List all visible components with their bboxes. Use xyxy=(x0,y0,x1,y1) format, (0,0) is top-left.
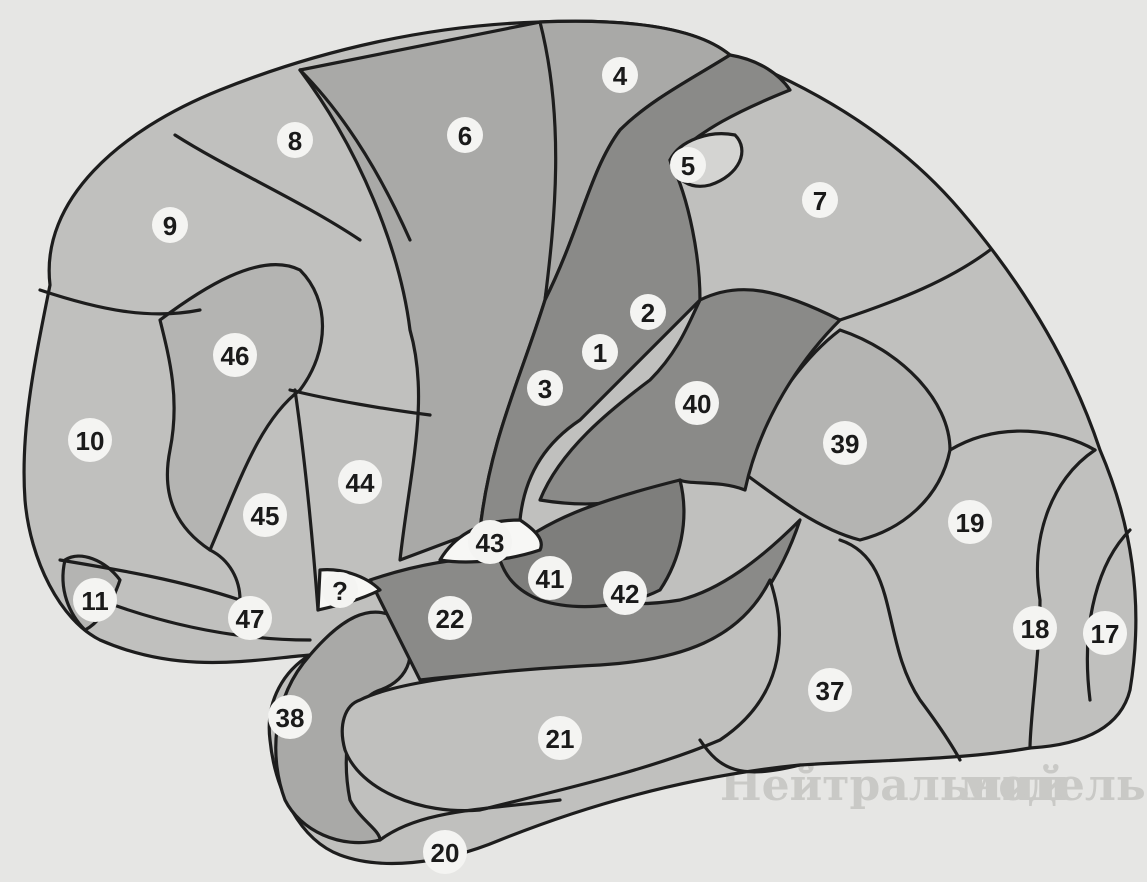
area-42-label: 42 xyxy=(611,579,640,609)
background-text-2: модель xyxy=(960,760,1146,811)
area-39-label: 39 xyxy=(831,429,860,459)
area-18-label: 18 xyxy=(1021,614,1050,644)
area-q-label: ? xyxy=(332,576,348,606)
area-21-label: 21 xyxy=(546,724,575,754)
area-40-label: 40 xyxy=(683,389,712,419)
area-37-label: 37 xyxy=(816,676,845,706)
area-6-label: 6 xyxy=(458,121,472,151)
area-3-label: 3 xyxy=(538,374,552,404)
area-8-label: 8 xyxy=(288,126,302,156)
area-9-label: 9 xyxy=(163,211,177,241)
area-41-label: 41 xyxy=(536,564,565,594)
area-10-label: 10 xyxy=(76,426,105,456)
area-44-label: 44 xyxy=(346,468,375,498)
area-43-label: 43 xyxy=(476,528,505,558)
area-45-label: 45 xyxy=(251,501,280,531)
area-47-label: 47 xyxy=(236,604,265,634)
area-20-label: 20 xyxy=(431,838,460,868)
area-4-label: 4 xyxy=(613,61,628,91)
area-7-label: 7 xyxy=(813,186,827,216)
area-46-label: 46 xyxy=(221,341,250,371)
area-1-label: 1 xyxy=(593,338,607,368)
area-11-label: 11 xyxy=(81,586,109,616)
area-22-label: 22 xyxy=(436,604,465,634)
area-2-label: 2 xyxy=(641,298,655,328)
area-19-label: 19 xyxy=(956,508,985,538)
area-5-label: 5 xyxy=(681,151,695,181)
area-38-label: 38 xyxy=(276,703,305,733)
area-17-label: 17 xyxy=(1091,619,1120,649)
